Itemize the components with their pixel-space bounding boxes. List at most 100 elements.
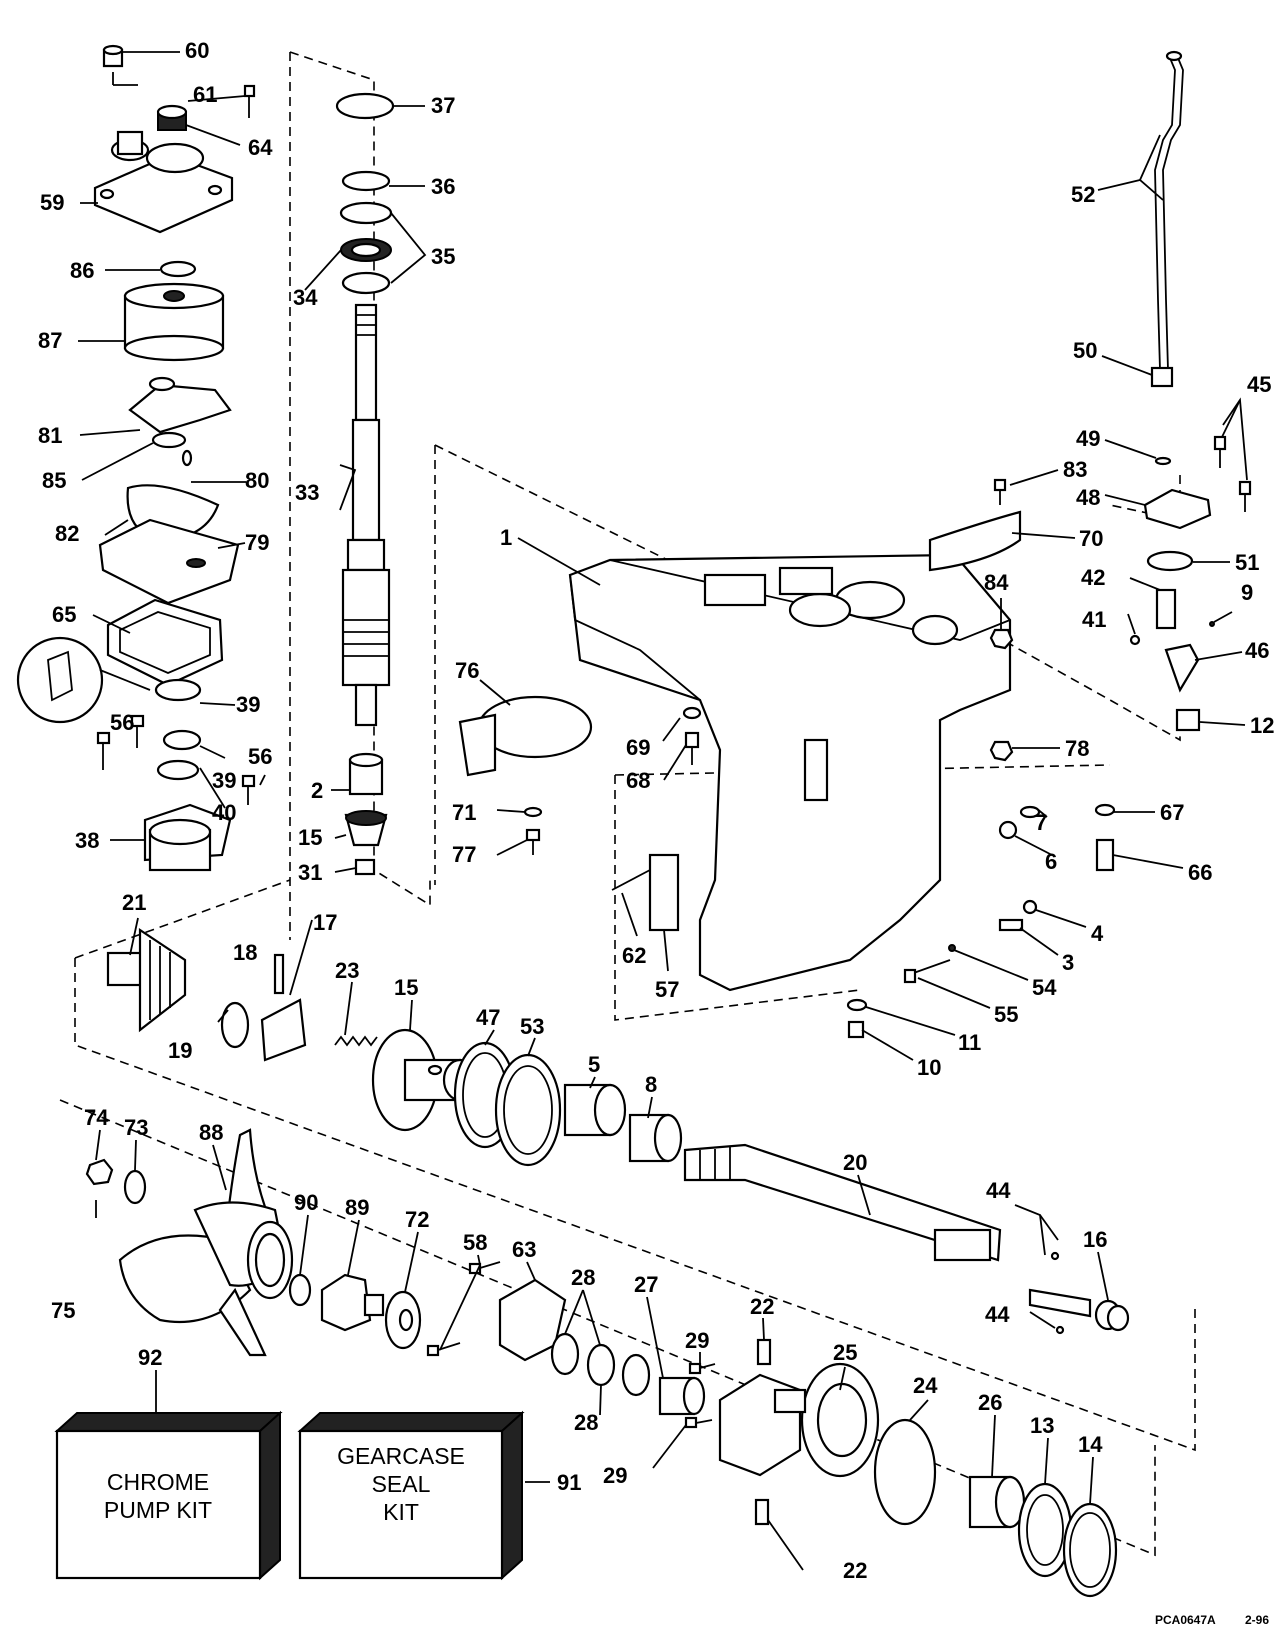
- callout-49: 49: [1076, 426, 1100, 451]
- callout-59: 59: [40, 190, 64, 215]
- drawing-code: PCA0647A: [1155, 1613, 1216, 1627]
- callout-37: 37: [431, 93, 455, 118]
- gearcase-seal-kit-box: GEARCASE SEAL KIT: [297, 1410, 525, 1581]
- chrome-pump-kit-line1: CHROME: [107, 1469, 209, 1495]
- callout-29a: 29: [685, 1328, 709, 1353]
- callout-labels: 60 61 64 59 86 87 81 85 80 82 79 65 39 5…: [38, 38, 1274, 1583]
- callout-57: 57: [655, 977, 679, 1002]
- callout-44b: 44: [985, 1302, 1010, 1327]
- gearcase-seal-kit-line3: KIT: [383, 1499, 419, 1525]
- callout-16: 16: [1083, 1227, 1107, 1252]
- callout-35: 35: [431, 244, 455, 269]
- callout-48: 48: [1076, 485, 1100, 510]
- callout-31: 31: [298, 860, 322, 885]
- callout-20: 20: [843, 1150, 867, 1175]
- callout-2: 2: [311, 778, 323, 803]
- chrome-pump-kit-line2: PUMP KIT: [104, 1497, 212, 1523]
- callout-84: 84: [984, 570, 1009, 595]
- callout-15a: 15: [298, 825, 322, 850]
- callout-60: 60: [185, 38, 209, 63]
- callout-22a: 22: [750, 1294, 774, 1319]
- driveshaft-parts: [335, 92, 395, 876]
- callout-54: 54: [1032, 975, 1057, 1000]
- drawing-reference: PCA0647A 2-96: [1155, 1613, 1269, 1627]
- callout-46: 46: [1245, 638, 1269, 663]
- callout-40: 40: [212, 800, 236, 825]
- propeller-parts: [85, 1128, 1118, 1598]
- callout-22b: 22: [843, 1558, 867, 1583]
- drawing-date: 2-96: [1245, 1613, 1269, 1627]
- callout-27: 27: [634, 1272, 658, 1297]
- callout-67: 67: [1160, 800, 1184, 825]
- callout-8: 8: [645, 1072, 657, 1097]
- callout-26: 26: [978, 1390, 1002, 1415]
- callout-4: 4: [1091, 921, 1104, 946]
- callout-25: 25: [833, 1340, 857, 1365]
- callout-72: 72: [405, 1207, 429, 1232]
- gearcase-housing: [568, 553, 1012, 992]
- callout-87: 87: [38, 328, 62, 353]
- callout-68: 68: [626, 768, 650, 793]
- callout-44a: 44: [986, 1178, 1011, 1203]
- callout-90: 90: [294, 1190, 318, 1215]
- callout-74: 74: [84, 1105, 109, 1130]
- callout-65: 65: [52, 602, 76, 627]
- callout-82: 82: [55, 521, 79, 546]
- callout-17: 17: [313, 910, 337, 935]
- callout-3: 3: [1062, 950, 1074, 975]
- callout-56a: 56: [110, 710, 134, 735]
- callout-18: 18: [233, 940, 257, 965]
- callout-76: 76: [455, 658, 479, 683]
- callout-9: 9: [1241, 580, 1253, 605]
- callout-69: 69: [626, 735, 650, 760]
- callout-92: 92: [138, 1345, 162, 1370]
- gearcase-seal-kit-line1: GEARCASE: [337, 1443, 465, 1469]
- callout-6: 6: [1045, 849, 1057, 874]
- callout-24: 24: [913, 1373, 938, 1398]
- callout-14: 14: [1078, 1432, 1103, 1457]
- callout-56b: 56: [248, 744, 272, 769]
- callout-21: 21: [122, 890, 146, 915]
- callout-91: 91: [557, 1470, 581, 1495]
- callout-19: 19: [168, 1038, 192, 1063]
- callout-28b: 28: [574, 1410, 598, 1435]
- callout-79: 79: [245, 530, 269, 555]
- callout-10: 10: [917, 1055, 941, 1080]
- callout-61: 61: [193, 82, 217, 107]
- callout-62: 62: [622, 943, 646, 968]
- callout-83: 83: [1063, 457, 1087, 482]
- callout-42: 42: [1081, 565, 1105, 590]
- callout-70: 70: [1079, 526, 1103, 551]
- callout-34: 34: [293, 285, 318, 310]
- callout-81: 81: [38, 423, 62, 448]
- callout-1: 1: [500, 525, 512, 550]
- callout-55: 55: [994, 1002, 1018, 1027]
- leader-lines: [78, 51, 1248, 1571]
- propshaft-row-parts: [106, 927, 1130, 1335]
- callout-7: 7: [1035, 810, 1047, 835]
- callout-52: 52: [1071, 182, 1095, 207]
- callout-73: 73: [124, 1115, 148, 1140]
- assembly-boundary-lines: [59, 51, 1196, 1557]
- callout-77: 77: [452, 842, 476, 867]
- gearcase-seal-kit-line2: SEAL: [372, 1471, 431, 1497]
- callout-29b: 29: [603, 1463, 627, 1488]
- callout-78: 78: [1065, 736, 1089, 761]
- callout-71: 71: [452, 800, 476, 825]
- callout-13: 13: [1030, 1413, 1054, 1438]
- callout-36: 36: [431, 174, 455, 199]
- callout-88: 88: [199, 1120, 223, 1145]
- callout-11: 11: [958, 1030, 981, 1055]
- callout-75: 75: [51, 1298, 75, 1323]
- callout-51: 51: [1235, 550, 1259, 575]
- callout-50: 50: [1073, 338, 1097, 363]
- callout-45: 45: [1247, 372, 1271, 397]
- callout-12: 12: [1250, 713, 1274, 738]
- callout-58: 58: [463, 1230, 487, 1255]
- callout-63: 63: [512, 1237, 536, 1262]
- callout-15b: 15: [394, 975, 418, 1000]
- callout-66: 66: [1188, 860, 1212, 885]
- callout-64: 64: [248, 135, 273, 160]
- callout-80: 80: [245, 468, 269, 493]
